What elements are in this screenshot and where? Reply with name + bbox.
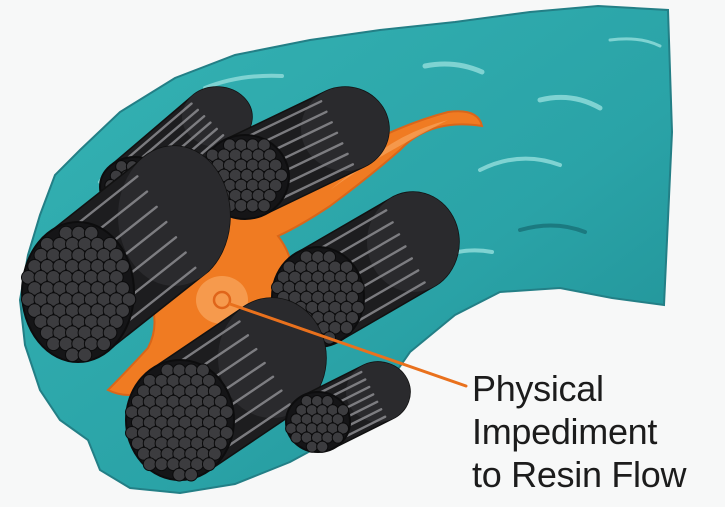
fiber-filament: [306, 441, 317, 452]
fiber-filament: [66, 348, 80, 362]
fiber-filament: [155, 458, 168, 471]
fiber-filament: [258, 199, 270, 211]
callout-line-1: Physical: [472, 367, 722, 410]
callout-line-3: to Resin Flow: [472, 453, 722, 496]
fiber-filament: [143, 458, 156, 471]
fiber-filament: [246, 199, 258, 211]
fiber-filament: [47, 337, 61, 351]
fiber-filament: [317, 441, 328, 452]
fiber-filament: [202, 458, 215, 471]
fiber-tow-back: [301, 87, 389, 171]
callout-line-2: Impediment: [472, 410, 722, 453]
fiber-filament: [97, 337, 111, 351]
fiber-filament: [235, 199, 247, 211]
fiber-filament: [340, 322, 352, 334]
impediment-callout-label: Physical Impediment to Resin Flow: [472, 367, 722, 496]
fiber-filament: [185, 468, 198, 481]
fiber-tow-back: [118, 146, 230, 286]
fiber-filament: [78, 348, 92, 362]
fiber-filament: [291, 432, 302, 443]
fiber-filament: [332, 432, 343, 443]
fiber-filament: [173, 468, 186, 481]
